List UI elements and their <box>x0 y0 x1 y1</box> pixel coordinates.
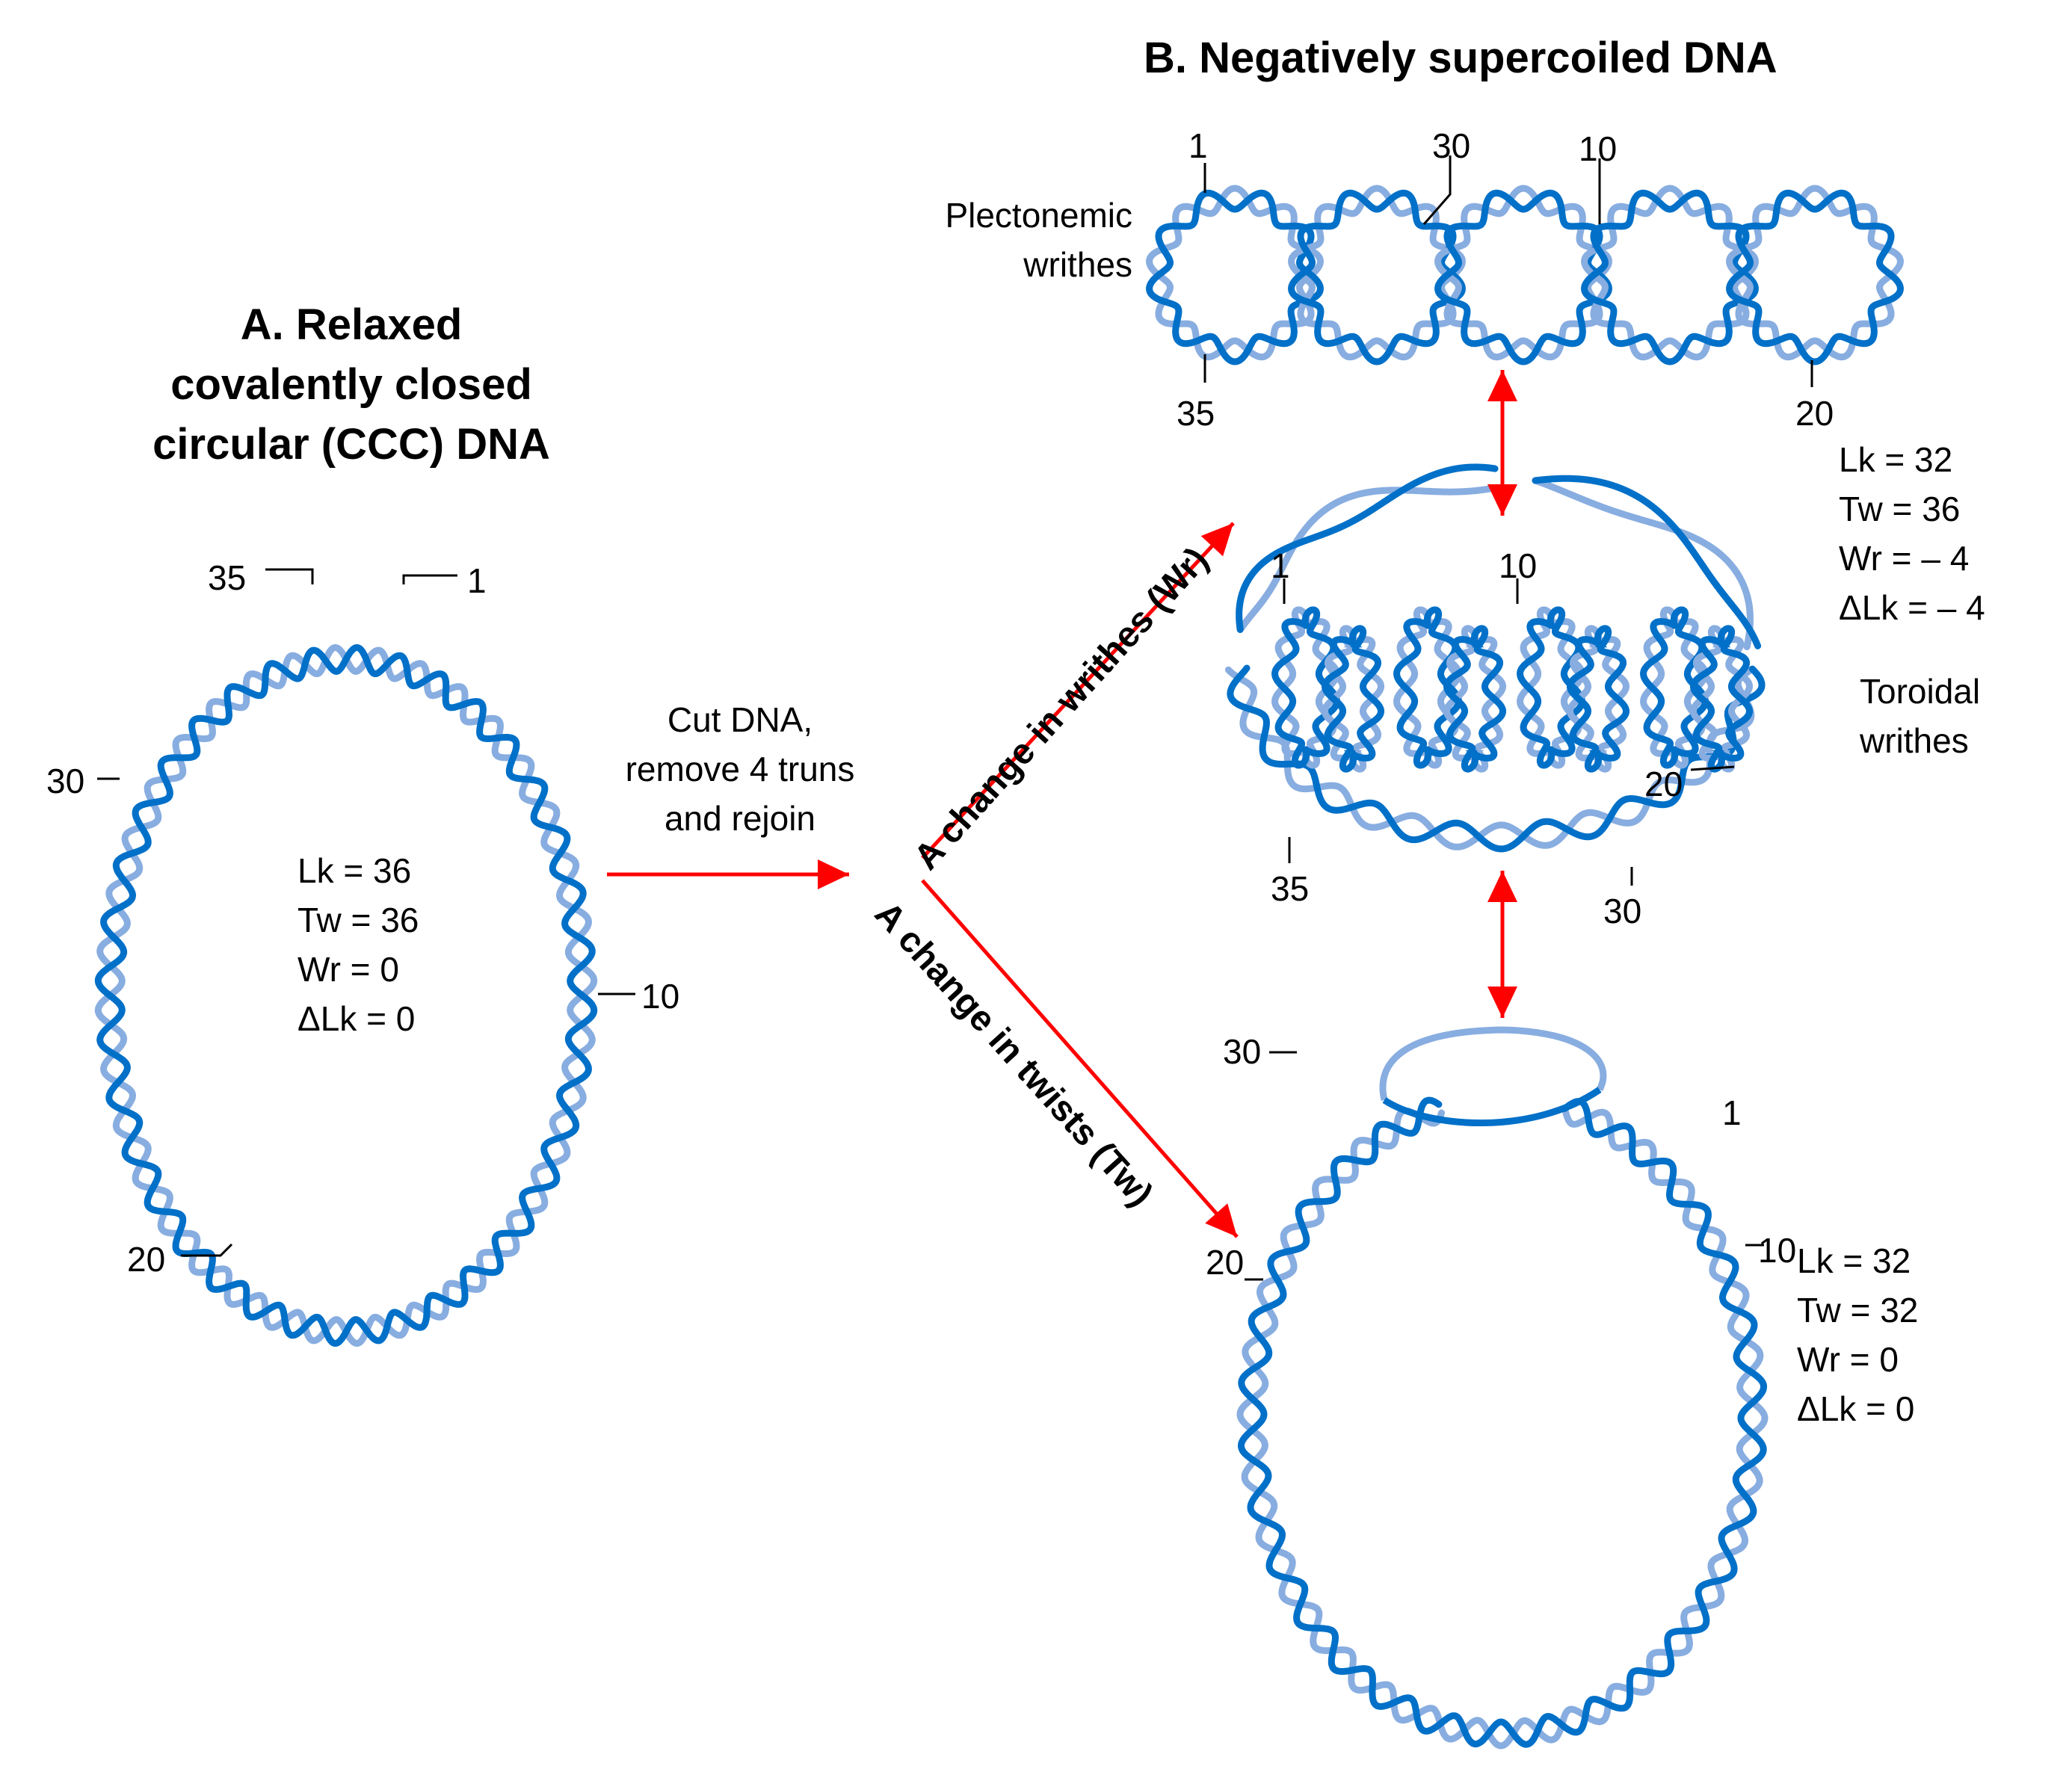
marker-a-10: 10 <box>641 977 680 1016</box>
stat-lk: Lk = 32 <box>1797 1241 1911 1280</box>
marker-a-35: 35 <box>208 558 247 597</box>
plectonemic-loop-strand-dark <box>1726 189 1904 365</box>
arrow-toroid-twisted-head-start <box>1487 871 1517 902</box>
stat-tw: Tw = 32 <box>1797 1291 1919 1330</box>
stat-delta-lk: ΔLk = 0 <box>1797 1389 1915 1428</box>
arrow-writhe-line <box>921 522 1235 859</box>
plectonemic-loop-strand-dark <box>1146 189 1324 365</box>
marker-p-20: 20 <box>1795 394 1834 433</box>
toroidal-label-line: writhes <box>1860 721 1969 760</box>
arrow-plecto-toroid-head <box>1487 484 1517 516</box>
marker-t-10: 10 <box>1499 546 1538 585</box>
process-step-line: remove 4 truns <box>625 750 855 788</box>
marker-r-30: 30 <box>1223 1032 1262 1071</box>
plectonemic-loop-strand-dark <box>1581 189 1759 365</box>
marker-a-1: 1 <box>467 561 487 600</box>
toroidal-coil-strand-dark <box>1640 606 1709 769</box>
process-step-label: Cut DNA, remove 4 truns and rejoin <box>583 695 897 843</box>
arrow-plecto-toroid-head-start <box>1487 370 1517 401</box>
arrow-twist-line <box>921 879 1239 1238</box>
stat-wr: Wr = 0 <box>1797 1340 1899 1379</box>
plectonemic-loop-strand-dark <box>1434 189 1612 365</box>
panel-a-stats: Lk = 36 Tw = 36 Wr = 0 ΔLk = 0 <box>297 846 419 1043</box>
process-step-line: Cut DNA, <box>667 700 813 739</box>
panel-a-title: A. Relaxed covalently closed circular (C… <box>45 295 658 475</box>
stat-delta-lk: ΔLk = 0 <box>297 999 416 1038</box>
unwound-strand-light <box>1379 1026 1607 1102</box>
leader-p-30 <box>1422 155 1452 225</box>
arrow-toroid-twisted-head <box>1487 987 1517 1018</box>
marker-a-30: 30 <box>46 762 85 800</box>
stat-tw: Tw = 36 <box>1839 490 1961 528</box>
stat-delta-lk: ΔLk = – 4 <box>1839 588 1985 627</box>
stat-wr: Wr = 0 <box>297 950 399 989</box>
marker-a-20: 20 <box>127 1240 166 1279</box>
plectonemic-label-line: writhes <box>1023 245 1132 284</box>
toroidal-coil-strand-dark <box>1322 625 1384 773</box>
marker-p-35: 35 <box>1177 394 1215 433</box>
marker-r-20: 20 <box>1206 1243 1245 1282</box>
marker-p-1: 1 <box>1188 126 1208 165</box>
marker-t-20: 20 <box>1644 765 1683 803</box>
toroidal-coil-strand-dark <box>1517 606 1585 769</box>
leader-a-35 <box>265 568 314 584</box>
arrow-writhe-head <box>1200 523 1233 557</box>
arrow-cut-rejoin-head <box>818 859 849 889</box>
stat-wr: Wr = – 4 <box>1839 539 1970 578</box>
stat-lk: Lk = 36 <box>297 851 412 890</box>
toroidal-label-line: Toroidal <box>1860 672 1981 711</box>
toroidal-outer-right-strand-dark <box>1532 475 1762 649</box>
marker-r-10: 10 <box>1758 1231 1797 1270</box>
twist-stats: Lk = 32 Tw = 32 Wr = 0 ΔLk = 0 <box>1797 1236 1918 1433</box>
marker-p-10: 10 <box>1579 129 1618 168</box>
arrow-twist-head <box>1205 1203 1237 1237</box>
stat-tw: Tw = 36 <box>297 901 419 939</box>
toroidal-coil-strand-dark <box>1567 625 1629 773</box>
marker-t-30: 30 <box>1603 892 1642 930</box>
leader-t-20 <box>1690 765 1735 771</box>
process-step-line: and rejoin <box>664 799 816 838</box>
twisted-dna-strand-dark <box>1238 1096 1767 1748</box>
toroidal-label: Toroidal writhes <box>1860 667 1980 765</box>
stat-lk: Lk = 32 <box>1839 440 1953 479</box>
panel-a-title-line: circular (CCC) DNA <box>152 420 550 469</box>
leader-a-1 <box>402 574 457 584</box>
marker-t-35: 35 <box>1271 869 1310 908</box>
marker-p-30: 30 <box>1432 126 1471 165</box>
toroidal-outer-left-strand-light <box>1236 484 1499 633</box>
toroidal-coil-strand-dark <box>1393 606 1462 769</box>
marker-t-1: 1 <box>1271 546 1290 585</box>
plectonemic-loop-strand-dark <box>1288 189 1466 365</box>
panel-b-title: B. Negatively supercoiled DNA <box>1144 34 1777 82</box>
toroidal-outer-right-strand-light <box>1532 477 1754 651</box>
panel-a-title-line: A. Relaxed <box>240 300 463 349</box>
plectonemic-label-line: Plectonemic <box>945 196 1132 235</box>
plectonemic-label: Plectonemic writhes <box>908 191 1132 289</box>
writhe-stats: Lk = 32 Tw = 36 Wr = – 4 ΔLk = – 4 <box>1839 435 1985 632</box>
leader-a-20 <box>181 1243 233 1257</box>
toroidal-outer-left-strand-dark <box>1236 463 1499 633</box>
marker-r-1: 1 <box>1722 1093 1742 1132</box>
toroidal-coil-strand-dark <box>1443 625 1506 773</box>
toroidal-coil-strand-dark <box>1690 625 1753 773</box>
panel-a-title-line: covalently closed <box>170 360 532 409</box>
unwound-strand-dark <box>1382 1087 1602 1126</box>
toroidal-coil-strand-dark <box>1271 606 1340 769</box>
relaxed-dna-strand-dark <box>94 644 598 1347</box>
